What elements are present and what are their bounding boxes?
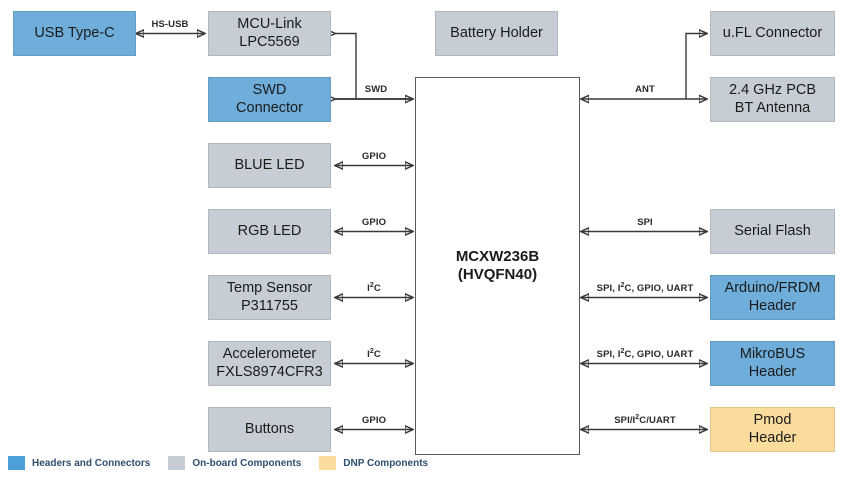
connector-label-swd-text: SWD: [364, 84, 388, 95]
block-mcu-link[interactable]: MCU-Link LPC5569: [208, 11, 331, 56]
legend-label-onboard-components: On-board Components: [192, 457, 302, 469]
connector-label-ant: ANT: [633, 84, 657, 95]
block-mikrobus-header[interactable]: MikroBUS Header: [710, 341, 835, 386]
connector-label-hs-usb-text: HS-USB: [151, 19, 189, 30]
connector-label-arduino-bus: SPI, I2C, GPIO, UART: [594, 281, 696, 294]
block-rgb-led[interactable]: RGB LED: [208, 209, 331, 254]
block-swd-connector-label: SWD Connector: [236, 81, 303, 116]
legend: Headers and Connectors On-board Componen…: [8, 456, 446, 470]
block-bt-antenna[interactable]: 2.4 GHz PCB BT Antenna: [710, 77, 835, 122]
connector-label-spi-text: SPI: [637, 217, 653, 228]
block-pmod-header[interactable]: Pmod Header: [710, 407, 835, 452]
connector-label-blue-led-gpio: GPIO: [359, 151, 389, 162]
block-blue-led-label: BLUE LED: [234, 156, 305, 173]
block-accelerometer[interactable]: Accelerometer FXLS8974CFR3: [208, 341, 331, 386]
block-mcu-link-label: MCU-Link LPC5569: [237, 15, 302, 50]
block-bt-antenna-label: 2.4 GHz PCB BT Antenna: [728, 81, 817, 116]
connector-label-mikrobus-bus: SPI, I2C, GPIO, UART: [594, 347, 696, 360]
block-temp-sensor-label: Temp Sensor P311755: [226, 279, 313, 314]
connector-label-pmod-bus: SPI/I2C/UART: [612, 413, 678, 426]
block-battery-holder[interactable]: Battery Holder: [435, 11, 558, 56]
connector-label-swd: SWD: [362, 84, 390, 95]
legend-item-headers-and-connectors: Headers and Connectors: [8, 456, 150, 470]
connector-label-temp-i2c: I2C: [365, 281, 383, 294]
block-mcu-mcxw236b[interactable]: MCXW236B (HVQFN40): [415, 77, 580, 455]
connector-label-rgb-led-gpio: GPIO: [359, 217, 389, 228]
legend-label-headers-and-connectors: Headers and Connectors: [32, 457, 151, 469]
block-mikrobus-header-label: MikroBUS Header: [739, 345, 806, 380]
block-buttons[interactable]: Buttons: [208, 407, 331, 452]
block-arduino-frdm-header[interactable]: Arduino/FRDM Header: [710, 275, 835, 320]
block-ufl-connector-label: u.FL Connector: [722, 24, 823, 41]
block-accelerometer-label: Accelerometer FXLS8974CFR3: [216, 345, 323, 380]
connector-label-buttons-gpio: GPIO: [359, 415, 389, 426]
block-rgb-led-label: RGB LED: [237, 222, 302, 239]
block-pmod-header-label: Pmod Header: [748, 411, 797, 446]
block-serial-flash[interactable]: Serial Flash: [710, 209, 835, 254]
block-buttons-label: Buttons: [244, 420, 295, 437]
connector-label-hs-usb: HS-USB: [149, 19, 191, 30]
block-blue-led[interactable]: BLUE LED: [208, 143, 331, 188]
block-ufl-connector[interactable]: u.FL Connector: [710, 11, 835, 56]
block-arduino-frdm-header-label: Arduino/FRDM Header: [724, 279, 821, 314]
legend-label-dnp-components: DNP Components: [343, 457, 429, 469]
connector-label-ant-text: ANT: [635, 84, 655, 95]
connector-label-spi: SPI: [635, 217, 655, 228]
connector-label-accel-i2c: I2C: [365, 347, 383, 360]
block-usb-type-c-label: USB Type-C: [34, 24, 115, 41]
connector-label-blue-led-gpio-text: GPIO: [361, 151, 387, 162]
connector-label-buttons-gpio-text: GPIO: [361, 415, 387, 426]
legend-swatch-headers-and-connectors: [8, 456, 25, 470]
block-temp-sensor[interactable]: Temp Sensor P311755: [208, 275, 331, 320]
block-usb-type-c[interactable]: USB Type-C: [13, 11, 136, 56]
legend-item-onboard-components: On-board Components: [168, 456, 301, 470]
legend-swatch-onboard-components: [168, 456, 186, 470]
block-battery-holder-label: Battery Holder: [450, 24, 543, 41]
connector-label-rgb-led-gpio-text: GPIO: [361, 217, 387, 228]
block-serial-flash-label: Serial Flash: [734, 222, 811, 239]
block-mcu-mcxw236b-label: MCXW236B (HVQFN40): [455, 247, 540, 283]
legend-swatch-dnp-components: [319, 456, 337, 470]
block-swd-connector[interactable]: SWD Connector: [208, 77, 331, 122]
legend-item-dnp-components: DNP Components: [319, 456, 428, 470]
